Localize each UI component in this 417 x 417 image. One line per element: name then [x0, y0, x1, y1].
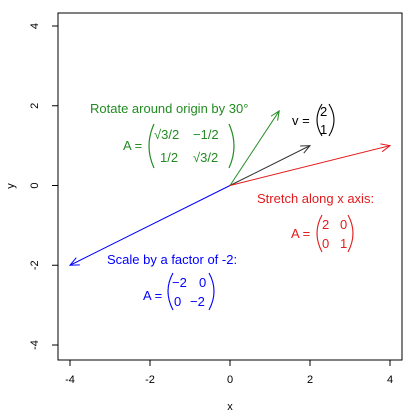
rotate-vector — [229, 111, 279, 186]
stretch-matrix-left-paren — [316, 214, 323, 253]
y-tick-label: -4 — [29, 340, 41, 350]
stretch-matrix-label: A = — [291, 226, 310, 241]
scale-matrix-cell-1-0: 0 — [174, 294, 181, 309]
stretch-matrix-cell-0-0: 2 — [322, 217, 329, 232]
x-tick-label: 0 — [227, 374, 233, 386]
x-tick-label: -4 — [65, 374, 75, 386]
y-tick-label: 0 — [29, 182, 41, 188]
x-tick-label: 2 — [307, 374, 313, 386]
x-axis: -4 -2 0 2 4 — [65, 360, 393, 386]
scale-annotation: Scale by a factor of -2: A = −2 0 0 −2 — [107, 252, 237, 311]
scale-matrix-cell-0-0: −2 — [172, 275, 187, 290]
y-axis: -4 -2 0 2 4 — [29, 23, 58, 350]
stretch-matrix-right-paren — [347, 214, 354, 253]
stretch-matrix-cell-1-1: 1 — [340, 236, 347, 251]
original-vector — [229, 146, 310, 186]
scale-matrix-right-paren — [208, 272, 215, 311]
scale-matrix-cell-0-1: 0 — [199, 275, 206, 290]
y-tick-label: 2 — [29, 103, 41, 109]
stretch-vector — [229, 146, 390, 186]
original-matrix-cell-0-0: 2 — [320, 104, 327, 119]
scale-vector — [70, 185, 231, 266]
scale-annotation-text: Scale by a factor of -2: — [107, 252, 237, 267]
vector-series — [70, 111, 390, 265]
stretch-matrix-cell-1-0: 0 — [322, 236, 329, 251]
scale-matrix-left-paren — [167, 272, 174, 311]
stretch-annotation-text: Stretch along x axis: — [257, 191, 374, 206]
rotate-matrix-cell-1-1: √3/2 — [193, 150, 218, 165]
scale-matrix-label: A = — [143, 288, 162, 303]
rotate-annotation-text: Rotate around origin by 30° — [90, 101, 248, 116]
rotate-matrix-cell-0-1: −1/2 — [193, 127, 219, 142]
y-axis-title: y — [5, 183, 17, 189]
rotate-matrix-right-paren — [228, 123, 235, 169]
plot-frame — [57, 12, 403, 361]
x-tick-label: -2 — [145, 374, 155, 386]
rotate-matrix-cell-1-0: 1/2 — [160, 150, 178, 165]
original-matrix-label: v = — [292, 113, 310, 128]
x-tick-label: 4 — [387, 374, 393, 386]
original-matrix-right-paren — [328, 103, 335, 137]
y-tick-label: -2 — [29, 260, 41, 270]
x-axis-title: x — [227, 401, 233, 413]
rotate-matrix-cell-0-0: √3/2 — [154, 127, 179, 142]
stretch-matrix-cell-0-1: 0 — [340, 217, 347, 232]
original-matrix-cell-1-0: 1 — [320, 122, 327, 137]
rotate-annotation: Rotate around origin by 30° A = √3/2 −1/… — [90, 101, 248, 169]
original-matrix-left-paren — [316, 103, 323, 137]
stretch-annotation: Stretch along x axis: A = 2 0 0 1 — [257, 191, 374, 253]
rotate-matrix-label: A = — [123, 138, 142, 153]
original-annotation: v = 2 1 — [292, 103, 335, 137]
scale-matrix-cell-1-1: −2 — [190, 294, 205, 309]
rotate-matrix-left-paren — [148, 123, 155, 169]
y-tick-label: 4 — [29, 23, 41, 29]
